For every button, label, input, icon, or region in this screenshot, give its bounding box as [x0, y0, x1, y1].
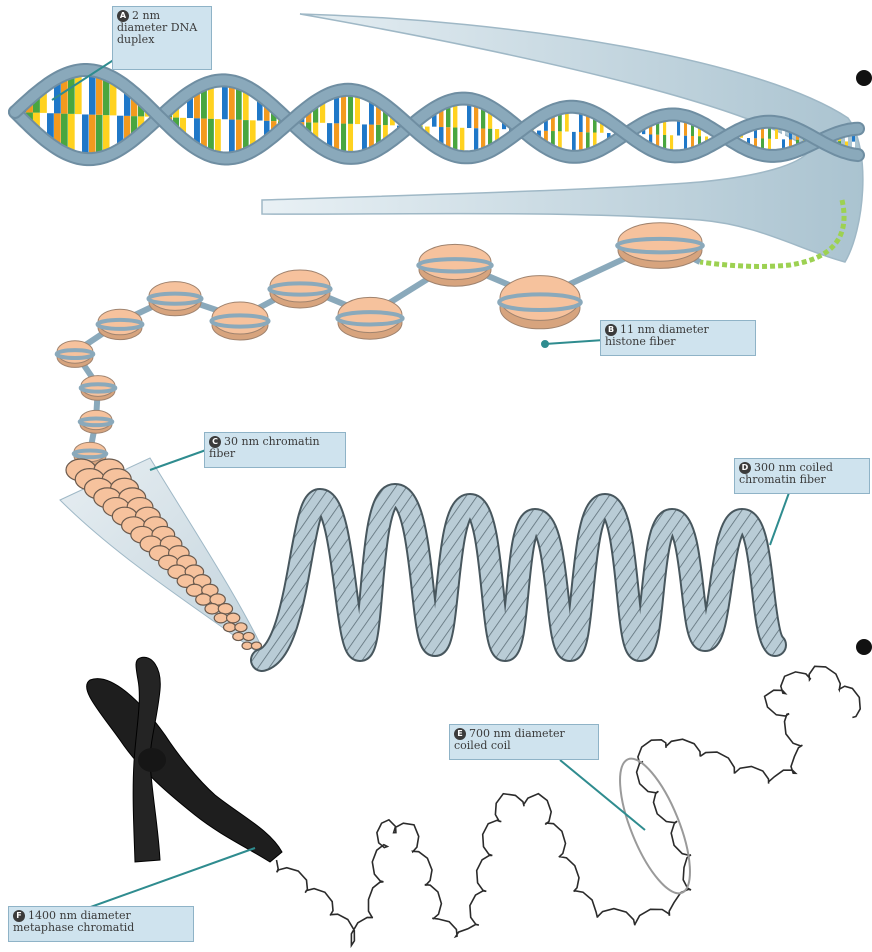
solenoid-nucleosome — [214, 613, 227, 623]
metaphase-chromosome — [87, 657, 282, 862]
coil-highlight-ellipse — [606, 750, 704, 901]
solenoid-nucleosome — [233, 632, 244, 640]
callout-text-c: 30 nm chromatin fiber — [209, 435, 320, 460]
bullet-dot-lower — [856, 639, 872, 655]
solenoid-nucleosome — [205, 604, 219, 614]
callout-text-e: 700 nm diameter coiled coil — [454, 727, 565, 752]
coiled-coil-fiber — [277, 666, 861, 945]
callout-dna-duplex: A2 nm diameter DNA duplex — [112, 6, 212, 70]
callout-text-b: 11 nm diameter histone fiber — [605, 323, 709, 348]
solenoid-nucleosome — [243, 632, 254, 640]
callout-coiled-chromatin: D300 nm coiled chromatin fiber — [734, 458, 870, 494]
solenoid-nucleosome — [196, 594, 211, 605]
solenoid-nucleosome — [218, 604, 232, 614]
solenoid-nucleosome — [242, 642, 252, 649]
bullet-dot-upper — [856, 70, 872, 86]
callout-coiled-coil: E700 nm diameter coiled coil — [449, 724, 599, 760]
solenoid-nucleosome — [224, 623, 236, 632]
callout-text-d: 300 nm coiled chromatin fiber — [739, 461, 833, 486]
callout-chromatin-fiber: C30 nm chromatin fiber — [204, 432, 346, 468]
callout-histone-fiber: B11 nm diameter histone fiber — [600, 320, 756, 356]
callout-metaphase-chromatid: F1400 nm diameter metaphase chromatid — [8, 906, 194, 942]
solenoid-nucleosome — [235, 623, 247, 632]
callout-text-f: 1400 nm diameter metaphase chromatid — [13, 909, 134, 934]
callout-text-a: 2 nm diameter DNA duplex — [117, 9, 197, 46]
solenoid-nucleosome — [227, 613, 240, 623]
